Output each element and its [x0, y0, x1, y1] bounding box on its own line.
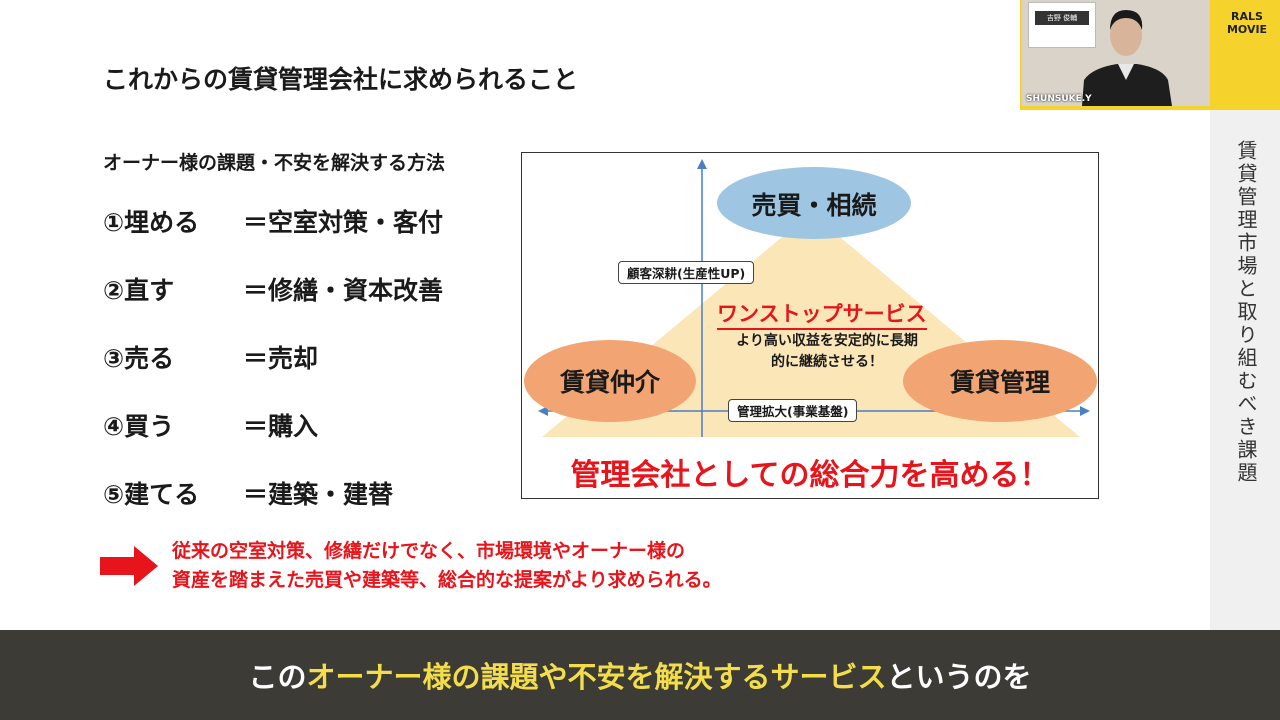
name-plate: 吉野 俊輔 — [1028, 2, 1096, 48]
caption-part: というのを — [886, 660, 1032, 694]
right-ellipse-label: 賃貸管理 — [949, 368, 1050, 397]
method-desc: ＝空室対策・客付 — [243, 208, 444, 237]
participant-name: SHUNSUKE.Y — [1026, 94, 1092, 104]
conclusion-line: 資産を踏まえた売買や建築等、総合的な提案がより求められる。 — [172, 569, 722, 591]
method-item: ④買う ＝購入 — [103, 407, 318, 443]
method-number: ②直す — [103, 276, 175, 305]
left-ellipse — [524, 340, 696, 422]
arrow-right-icon — [100, 546, 158, 586]
method-item: ⑤建てる ＝建築・建替 — [103, 475, 393, 511]
one-stop-diagram: 売買・相続 賃貸仲介 賃貸管理 顧客深耕(生産性UP) 管理拡大(事業基盤) ワ… — [521, 152, 1099, 499]
conclusion-text: 従来の空室対策、修繕だけでなく、市場環境やオーナー様の 資産を踏まえた売買や建築… — [172, 537, 722, 595]
one-stop-description: より高い収益を安定的に長期的に継続させる！ — [736, 333, 918, 370]
side-panel: 賃貸管理市場と取り組むべき課題 — [1210, 110, 1280, 630]
top-ellipse-label: 売買・相続 — [751, 191, 877, 220]
right-ellipse — [903, 340, 1097, 422]
side-panel-title: 賃貸管理市場と取り組むべき課題 — [1234, 140, 1258, 485]
method-desc: ＝建築・建替 — [243, 480, 394, 509]
method-desc: ＝売却 — [243, 344, 319, 373]
method-number: ⑤建てる — [103, 480, 200, 509]
method-item: ②直す ＝修繕・資本改善 — [103, 271, 443, 307]
subtitle-bar: このオーナー様の課題や不安を解決するサービスというのを — [0, 630, 1280, 720]
subtitle-caption: このオーナー様の課題や不安を解決するサービスというのを — [0, 654, 1280, 696]
method-number: ①埋める — [103, 208, 200, 237]
slide-subtitle: オーナー様の課題・不安を解決する方法 — [103, 152, 446, 174]
vertical-axis-label: 顧客深耕(生産性UP) — [618, 261, 755, 284]
method-item: ①埋める ＝空室対策・客付 — [103, 203, 443, 239]
rals-movie-logo: RALS MOVIE — [1222, 10, 1272, 36]
webcam-video: 吉野 俊輔 SHUNSUKE.Y — [1022, 0, 1210, 106]
conclusion-line: 従来の空室対策、修繕だけでなく、市場環境やオーナー様の — [172, 540, 686, 562]
presenter-silhouette — [1082, 10, 1172, 106]
horizontal-axis-label: 管理拡大(事業基盤) — [728, 399, 858, 422]
top-ellipse — [717, 167, 911, 239]
logo-line: RALS — [1231, 10, 1263, 23]
method-item: ③売る ＝売却 — [103, 339, 318, 375]
one-stop-title: ワンストップサービス — [717, 298, 927, 330]
caption-part: この — [248, 660, 307, 694]
caption-highlight: オーナー様の課題や不安を解決するサービス — [306, 660, 887, 694]
method-desc: ＝購入 — [243, 412, 319, 441]
method-number: ④買う — [103, 412, 175, 441]
horizontal-axis-arrowhead-right — [1080, 406, 1090, 416]
method-desc: ＝修繕・資本改善 — [243, 276, 444, 305]
horizontal-axis-arrowhead-left — [538, 406, 548, 416]
diagram-conclusion: 管理会社としての総合力を高める！ — [570, 458, 1050, 493]
vertical-axis-arrowhead — [697, 159, 707, 169]
method-number: ③売る — [103, 344, 175, 373]
diagram-shapes — [524, 159, 1097, 437]
logo-line: MOVIE — [1226, 23, 1268, 36]
presentation-slide: これからの賃貸管理会社に求められること オーナー様の課題・不安を解決する方法 ①… — [100, 65, 1099, 595]
left-ellipse-label: 賃貸仲介 — [559, 368, 660, 397]
name-plate-text: 吉野 俊輔 — [1035, 11, 1089, 25]
slide-title: これからの賃貸管理会社に求められること — [103, 65, 579, 94]
